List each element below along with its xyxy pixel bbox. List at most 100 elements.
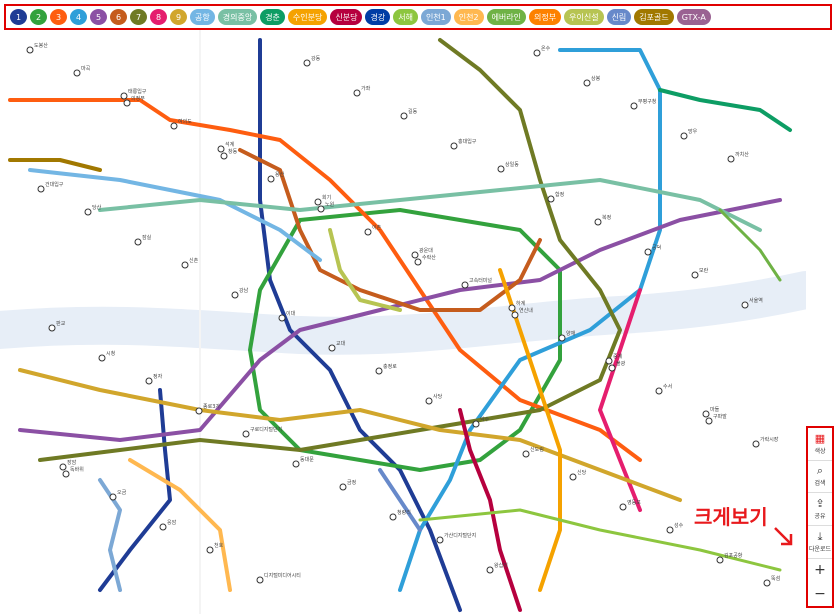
station-marker[interactable] (763, 579, 771, 587)
legend-chip-8[interactable]: 8 (150, 9, 167, 25)
station-marker[interactable] (414, 258, 422, 266)
legend-chip-4[interactable]: 4 (70, 9, 87, 25)
station-label[interactable]: 금정 (347, 479, 356, 486)
legend-chip-에버라인[interactable]: 에버라인 (486, 9, 527, 25)
station-label[interactable]: 판교 (56, 320, 66, 327)
station-marker[interactable] (558, 334, 566, 342)
station-label[interactable]: 이촌 (372, 224, 382, 231)
airport-line-path[interactable] (28, 168, 322, 262)
station-label[interactable]: 길동 (408, 108, 418, 115)
station-label[interactable]: 신도림 (530, 446, 544, 453)
station-label[interactable]: 신당 (577, 469, 587, 476)
station-label[interactable]: 서울역 (749, 297, 763, 304)
legend-chip-수인분당[interactable]: 수인분당 (287, 9, 328, 25)
station-marker[interactable] (436, 536, 444, 544)
station-label[interactable]: 잠실 (142, 234, 152, 241)
station-label[interactable]: 가좌 (361, 85, 371, 92)
legend-chip-2[interactable]: 2 (30, 9, 47, 25)
station-label[interactable]: 장암 (67, 459, 77, 466)
station-label[interactable]: 독바위 (70, 466, 84, 473)
station-marker[interactable] (680, 132, 688, 140)
station-marker[interactable] (608, 364, 616, 372)
station-marker[interactable] (170, 122, 178, 130)
station-label[interactable]: 김포공항 (724, 552, 743, 559)
station-label[interactable]: 이대 (286, 310, 296, 317)
seohae-line-path[interactable] (418, 508, 782, 572)
station-marker[interactable] (450, 142, 458, 150)
station-label[interactable]: 복정 (602, 214, 611, 221)
legend-chip-3[interactable]: 3 (50, 9, 67, 25)
station-label[interactable]: 양재 (566, 330, 576, 337)
station-marker[interactable] (727, 155, 735, 163)
station-label[interactable]: 합정 (555, 191, 564, 198)
station-label[interactable]: 광운대 (419, 247, 433, 254)
station-label[interactable]: 청량리 (397, 509, 411, 516)
legend-chip-신림[interactable]: 신림 (606, 9, 632, 25)
legend-chip-인천1[interactable]: 인천1 (420, 9, 451, 25)
legend-chip-신분당[interactable]: 신분당 (330, 9, 363, 25)
station-marker[interactable] (594, 218, 602, 226)
station-label[interactable]: 충정로 (383, 363, 397, 370)
station-marker[interactable] (134, 238, 142, 246)
station-marker[interactable] (84, 208, 92, 216)
station-label[interactable]: 노원 (325, 201, 335, 208)
line-8-path[interactable] (598, 288, 642, 512)
legend-chip-경의중앙[interactable]: 경의중앙 (217, 9, 258, 25)
zoom-out-button[interactable]: − (814, 586, 826, 603)
station-label[interactable]: 응암 (167, 519, 177, 526)
station-label[interactable]: 석계 (225, 141, 235, 148)
station-marker[interactable] (123, 99, 131, 107)
gyeongchun-line-path[interactable] (658, 88, 792, 132)
station-label[interactable]: 약수 (480, 416, 490, 423)
station-marker[interactable] (195, 407, 203, 415)
station-marker[interactable] (533, 49, 541, 57)
station-marker[interactable] (220, 152, 228, 160)
station-label[interactable]: 연신내 (519, 307, 533, 314)
station-marker[interactable] (472, 420, 480, 428)
legend-chip-GTX-A[interactable]: GTX-A (676, 9, 711, 25)
station-label[interactable]: 중계 (613, 353, 623, 360)
station-label[interactable]: 뚝섬 (771, 575, 780, 582)
station-marker[interactable] (702, 410, 710, 418)
subway-map[interactable]: 도봉산의정부창동노원수락산연신내불광구파발독바위응암디지털미디어시티가좌홍대입구… (0, 30, 806, 614)
legend-chip-1[interactable]: 1 (10, 9, 27, 25)
station-marker[interactable] (508, 304, 516, 312)
station-marker[interactable] (666, 526, 674, 534)
legend-chip-7[interactable]: 7 (130, 9, 147, 25)
station-label[interactable]: 태릉입구 (128, 88, 147, 95)
station-marker[interactable] (619, 503, 627, 511)
station-label[interactable]: 당산 (92, 204, 102, 211)
station-marker[interactable] (292, 460, 300, 468)
legend-chip-의정부[interactable]: 의정부 (529, 9, 562, 25)
station-label[interactable]: 불광 (616, 360, 626, 367)
legend-chip-6[interactable]: 6 (110, 9, 127, 25)
station-marker[interactable] (364, 228, 372, 236)
station-marker[interactable] (375, 367, 383, 375)
station-marker[interactable] (716, 556, 724, 564)
station-marker[interactable] (120, 92, 128, 100)
station-label[interactable]: 영등포 (627, 499, 641, 506)
station-label[interactable]: 모란 (699, 267, 709, 274)
line-1-branch-path[interactable] (98, 388, 172, 592)
station-label[interactable]: 천호 (214, 542, 224, 549)
station-marker[interactable] (267, 175, 275, 183)
station-marker[interactable] (461, 281, 469, 289)
station-marker[interactable] (303, 59, 311, 67)
legend-chip-인천2[interactable]: 인천2 (453, 9, 484, 25)
line-5-path[interactable] (18, 198, 782, 442)
station-marker[interactable] (511, 311, 519, 319)
station-label[interactable]: 망우 (688, 128, 698, 135)
station-marker[interactable] (206, 546, 214, 554)
station-label[interactable]: 마곡 (81, 65, 91, 72)
station-marker[interactable] (328, 344, 336, 352)
station-label[interactable]: 상일동 (505, 161, 519, 168)
incheon2-line-path[interactable] (128, 458, 232, 592)
station-label[interactable]: 왕십리 (494, 562, 508, 569)
station-label[interactable]: 공덕 (652, 244, 661, 251)
station-marker[interactable] (26, 46, 34, 54)
station-label[interactable]: 용산 (275, 171, 285, 178)
station-label[interactable]: 구로디지털단지 (250, 426, 282, 433)
line-4-path[interactable] (398, 48, 662, 592)
station-label[interactable]: 고속터미널 (469, 277, 492, 284)
line-7-path[interactable] (38, 38, 622, 462)
